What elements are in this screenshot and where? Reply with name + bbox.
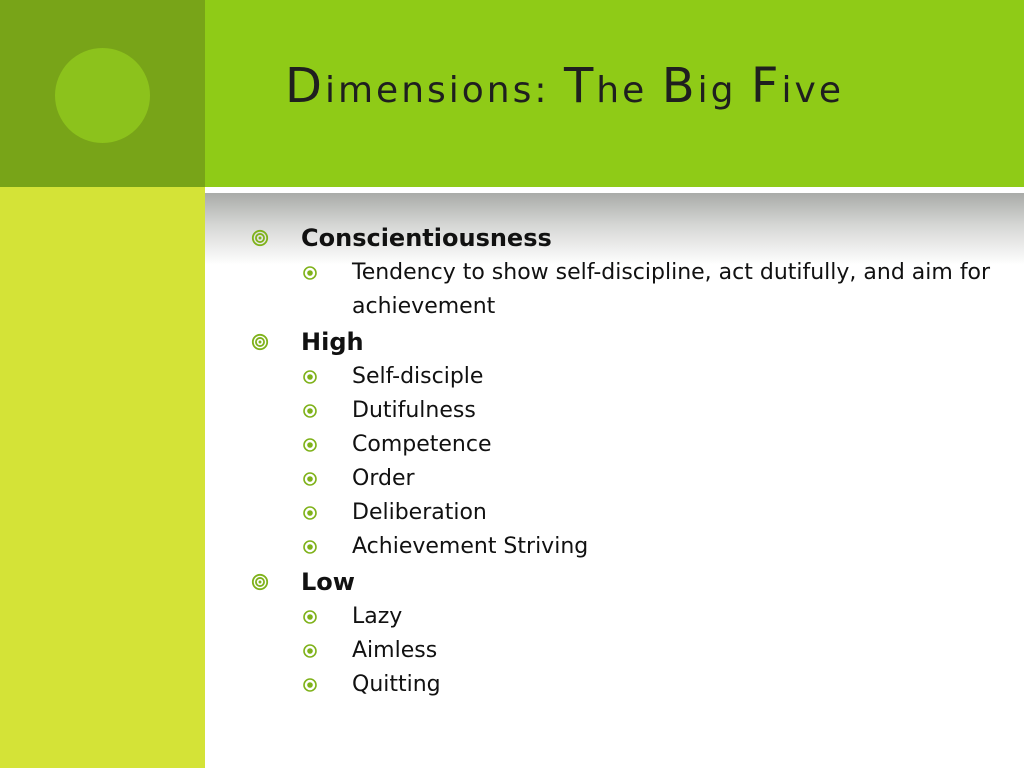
list-item-text: Competence <box>352 432 492 457</box>
list-item: Order <box>246 462 1006 496</box>
dot-bullet-icon <box>303 404 317 418</box>
title-divider <box>205 187 1024 193</box>
list-item-text: Deliberation <box>352 500 487 525</box>
dot-bullet-icon <box>303 506 317 520</box>
list-item: Achievement Striving <box>246 530 1006 564</box>
list-item-text: Tendency to show self-discipline, act du… <box>352 260 991 319</box>
section-heading: Low <box>246 564 1006 600</box>
list-item: Dutifulness <box>246 394 1006 428</box>
target-bullet-icon <box>251 573 269 591</box>
list-item: Aimless <box>246 634 1006 668</box>
dot-bullet-icon <box>303 644 317 658</box>
list-item: Quitting <box>246 668 1006 702</box>
section-heading-text: Conscientiousness <box>301 224 552 252</box>
section-heading: High <box>246 324 1006 360</box>
list-item: Tendency to show self-discipline, act du… <box>246 256 1006 324</box>
dot-bullet-icon <box>303 438 317 452</box>
side-strip <box>0 187 205 768</box>
list-item-text: Order <box>352 466 415 491</box>
list-item-text: Achievement Striving <box>352 534 589 559</box>
target-bullet-icon <box>251 229 269 247</box>
dot-bullet-icon <box>303 266 317 280</box>
section-heading-text: Low <box>301 568 355 596</box>
list-item-text: Dutifulness <box>352 398 476 423</box>
list-item-text: Aimless <box>352 638 438 663</box>
list-item-text: Quitting <box>352 672 441 697</box>
slide-title: Dimensions: The Big Five <box>285 58 844 114</box>
list-item: Competence <box>246 428 1006 462</box>
decorative-circle <box>55 48 150 143</box>
title-band <box>205 0 1024 187</box>
list-item-text: Lazy <box>352 604 403 629</box>
shadow-band <box>205 193 1024 265</box>
dot-bullet-icon <box>303 610 317 624</box>
dot-bullet-icon <box>303 540 317 554</box>
dot-bullet-icon <box>303 370 317 384</box>
list-item-text: Self-disciple <box>352 364 484 389</box>
dot-bullet-icon <box>303 678 317 692</box>
section-heading-text: High <box>301 328 364 356</box>
list-item: Lazy <box>246 600 1006 634</box>
list-item: Self-disciple <box>246 360 1006 394</box>
section-heading: Conscientiousness <box>246 220 1006 256</box>
list-item: Deliberation <box>246 496 1006 530</box>
target-bullet-icon <box>251 333 269 351</box>
dot-bullet-icon <box>303 472 317 486</box>
